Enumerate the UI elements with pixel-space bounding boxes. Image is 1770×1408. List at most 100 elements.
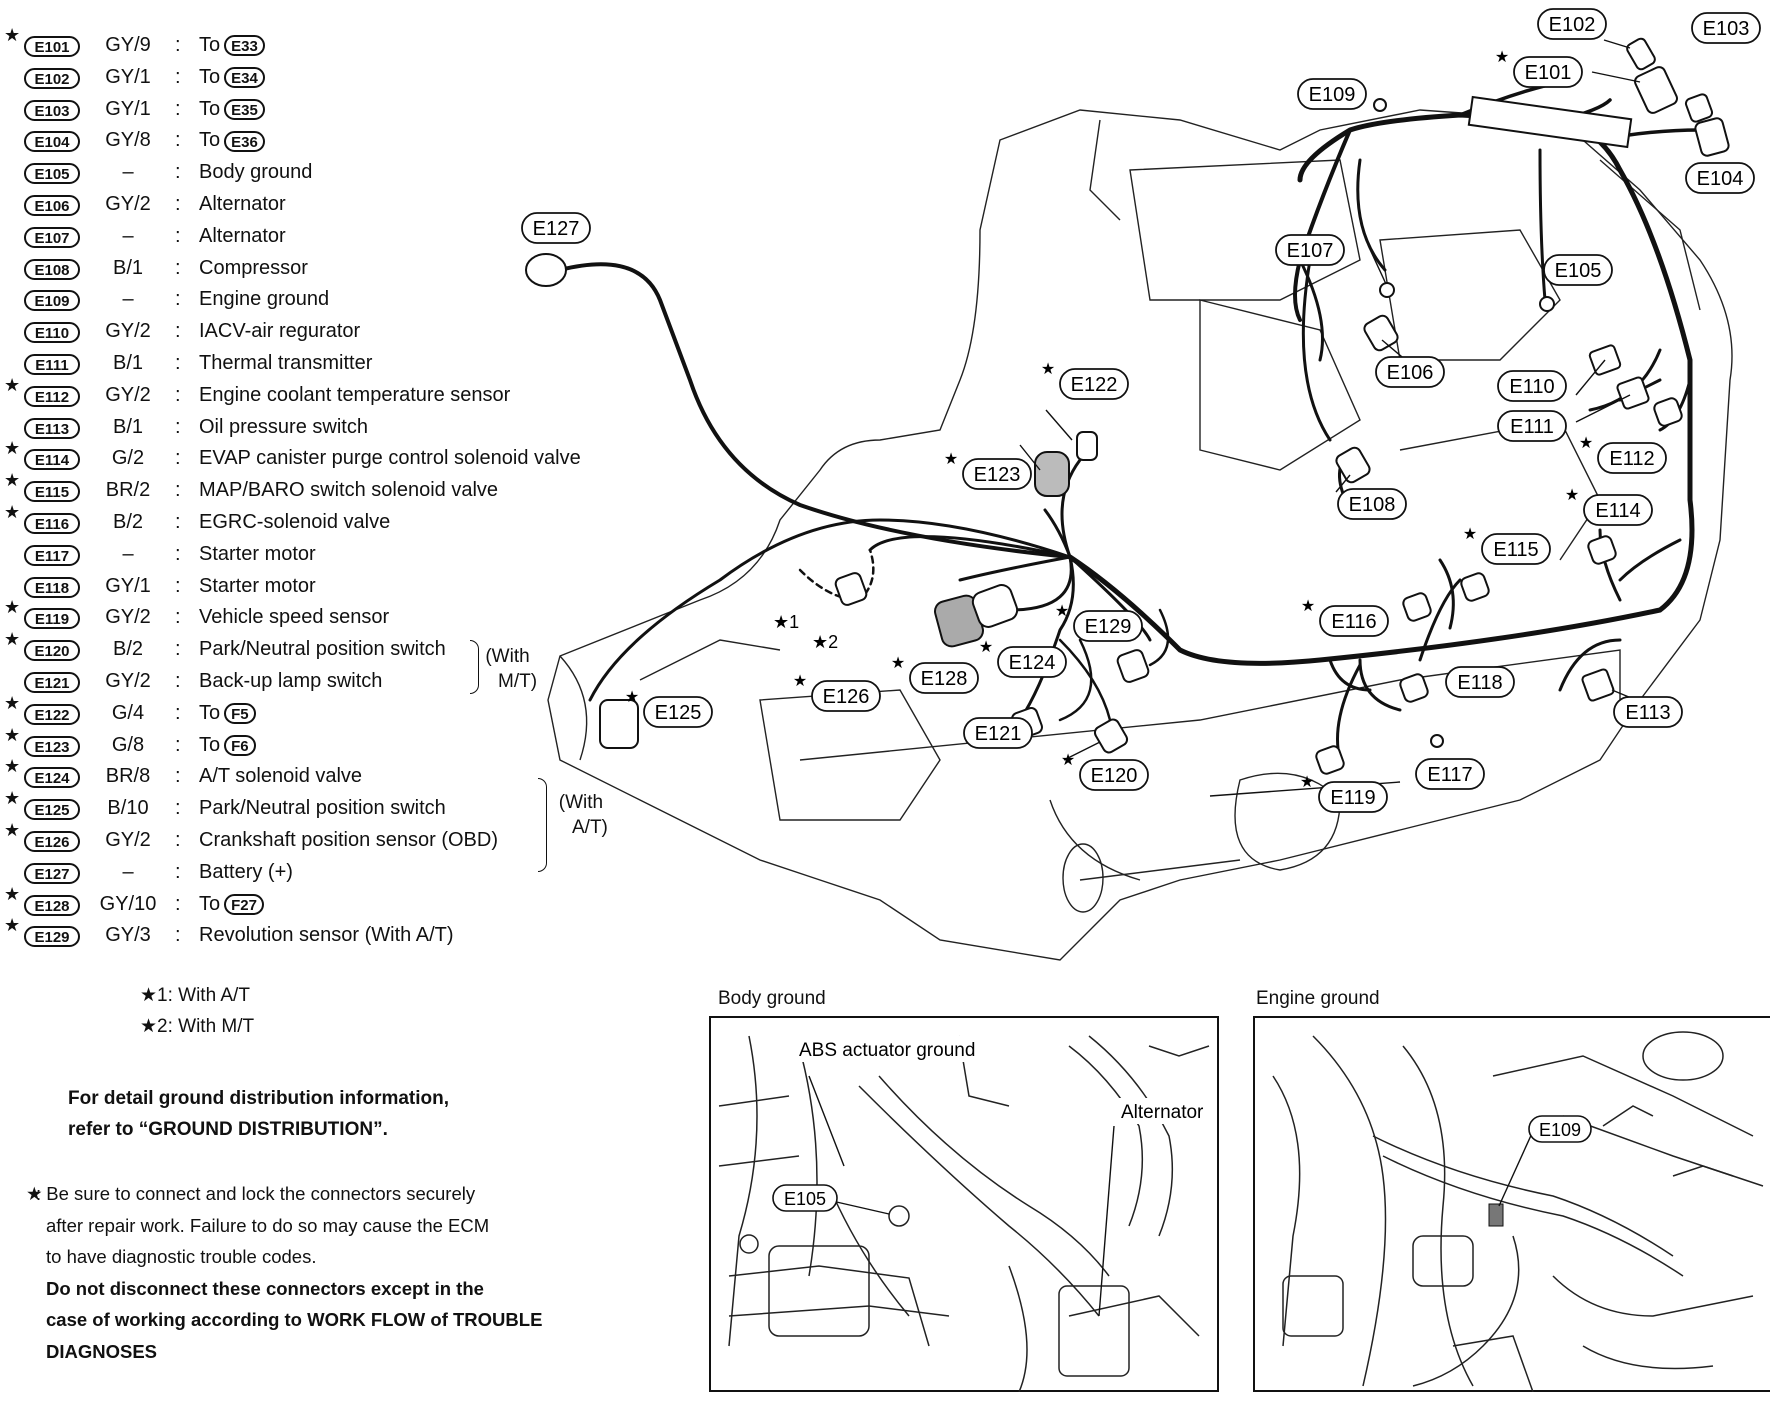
conn-e120-body bbox=[1093, 718, 1129, 754]
callout-star: ★ bbox=[1300, 774, 1314, 791]
conn-e116-body bbox=[1402, 592, 1432, 622]
callout-label: E128 bbox=[921, 668, 968, 690]
legend-target-connector: E36 bbox=[224, 130, 265, 152]
legend-wire-code: GY/2 bbox=[105, 669, 151, 692]
conn-e105-lug bbox=[1539, 296, 1555, 312]
callout-star: ★ bbox=[1579, 435, 1593, 452]
legend-row-e109: E109–:Engine ground bbox=[4, 284, 704, 316]
legend-wire-code: – bbox=[122, 224, 134, 247]
callout-bubble bbox=[963, 717, 1033, 749]
conn-e117-lug bbox=[1430, 734, 1444, 748]
conn-e111-body bbox=[1616, 376, 1650, 410]
callout-label: E123 bbox=[974, 464, 1021, 486]
legend-description-text: Engine coolant temperature sensor bbox=[199, 383, 511, 406]
callout-bubble bbox=[1583, 494, 1653, 526]
callout-label: E124 bbox=[1009, 652, 1056, 674]
callout-label: E111 bbox=[1510, 416, 1554, 438]
legend-row-e105: E105–:Body ground bbox=[4, 157, 704, 189]
star-note-line2: after repair work. Failure to do so may … bbox=[46, 1214, 490, 1236]
legend-description-text: Vehicle speed sensor bbox=[199, 606, 390, 629]
callout-label: E121 bbox=[975, 723, 1022, 745]
connector-lock-note: ★ : Be sure to connect and lock the conn… bbox=[26, 1178, 686, 1367]
callout-star: ★ bbox=[1055, 603, 1069, 620]
callout-star: ★ bbox=[891, 655, 905, 672]
legend-wire-code: GY/3 bbox=[105, 924, 151, 947]
legend-connector-id: E116 bbox=[24, 512, 80, 534]
callout-star: ★ bbox=[979, 639, 993, 656]
callout-bubble bbox=[962, 458, 1032, 490]
abs-actuator-ground-label: ABS actuator ground bbox=[799, 1040, 975, 1061]
legend-star: ★ bbox=[4, 883, 21, 904]
callout-label: E115 bbox=[1493, 539, 1538, 561]
conn-e122-body bbox=[1076, 431, 1098, 461]
bold-note-line2: case of working according to WORK FLOW o… bbox=[46, 1309, 543, 1330]
legend-description-text: To bbox=[199, 733, 221, 756]
callout-e101: E101★ bbox=[1495, 49, 1583, 88]
legend-description-text: EGRC-solenoid valve bbox=[199, 510, 391, 533]
callout-label: E122 bbox=[1071, 374, 1118, 396]
callout-label: E102 bbox=[1549, 14, 1596, 36]
legend-wire-code: BR/8 bbox=[105, 765, 151, 788]
callout-label: E125 bbox=[655, 702, 702, 724]
legend-connector-id: E111 bbox=[24, 353, 80, 375]
legend-description-text: Battery (+) bbox=[199, 860, 293, 883]
conn-e113-body bbox=[1581, 668, 1615, 702]
conn-e101-body bbox=[1634, 66, 1678, 114]
callout-label: E109 bbox=[1309, 84, 1356, 106]
legend-description-text: Starter motor bbox=[199, 542, 316, 565]
callout-e121: E121 bbox=[963, 717, 1033, 749]
legend-description-text: Back-up lamp switch bbox=[199, 669, 383, 692]
legend-colon: : bbox=[175, 638, 181, 661]
legend-connector-id: E106 bbox=[24, 194, 80, 216]
legend-colon: : bbox=[175, 924, 181, 947]
callout-e106: E106 bbox=[1375, 356, 1445, 388]
legend-description: Engine ground bbox=[199, 284, 329, 316]
callout-e107: E107 bbox=[1275, 234, 1345, 266]
legend-colon: : bbox=[175, 383, 181, 406]
callout-bubble bbox=[811, 680, 881, 712]
conn-e126-body bbox=[834, 572, 868, 606]
engine-outline bbox=[547, 109, 1733, 961]
callout-label: E126 bbox=[823, 686, 870, 708]
callout-label: E105 bbox=[1555, 260, 1602, 282]
callout-bubble bbox=[1481, 533, 1551, 565]
callout-star: ★ bbox=[1061, 752, 1075, 769]
body-ground-photo: ABS actuator ground Alternator E105 bbox=[709, 1016, 1219, 1392]
legend-colon: : bbox=[175, 224, 181, 247]
engine-ground-drawing bbox=[1272, 1031, 1764, 1392]
star-symbol: ★ bbox=[26, 1183, 43, 1204]
legend-colon: : bbox=[175, 606, 181, 629]
ground-note-line1: For detail ground distribution informati… bbox=[68, 1088, 450, 1109]
legend-colon: : bbox=[175, 192, 181, 215]
engine-ground-title: Engine ground bbox=[1256, 988, 1380, 1009]
legend-target-connector: E34 bbox=[224, 67, 265, 89]
callout-bubble bbox=[909, 662, 979, 694]
callout-e127: E127 bbox=[521, 212, 591, 244]
callout-bubble bbox=[997, 646, 1067, 678]
legend-colon: : bbox=[175, 415, 181, 438]
callout-e102: E102 bbox=[1537, 8, 1607, 40]
callout-e110: E110 bbox=[1497, 370, 1567, 402]
connector-glyphs bbox=[525, 37, 1730, 775]
legend-description: Park/Neutral position switch bbox=[199, 634, 446, 666]
callout-bubble bbox=[1415, 758, 1485, 790]
legend-description: Engine coolant temperature sensor bbox=[199, 380, 510, 412]
legend-description-text: Oil pressure switch bbox=[199, 415, 368, 438]
callout-label: E129 bbox=[1085, 616, 1132, 638]
legend-connector-id: E127 bbox=[24, 862, 80, 884]
callout-bubble bbox=[1079, 759, 1149, 791]
legend-description-text: EVAP canister purge control solenoid val… bbox=[199, 447, 581, 470]
callout-bubble bbox=[1685, 162, 1755, 194]
legend-description: Oil pressure switch bbox=[199, 412, 368, 444]
legend-wire-code: G/8 bbox=[111, 733, 145, 756]
callout-bubble bbox=[1513, 56, 1583, 88]
callout-e118: E118 bbox=[1445, 666, 1515, 698]
